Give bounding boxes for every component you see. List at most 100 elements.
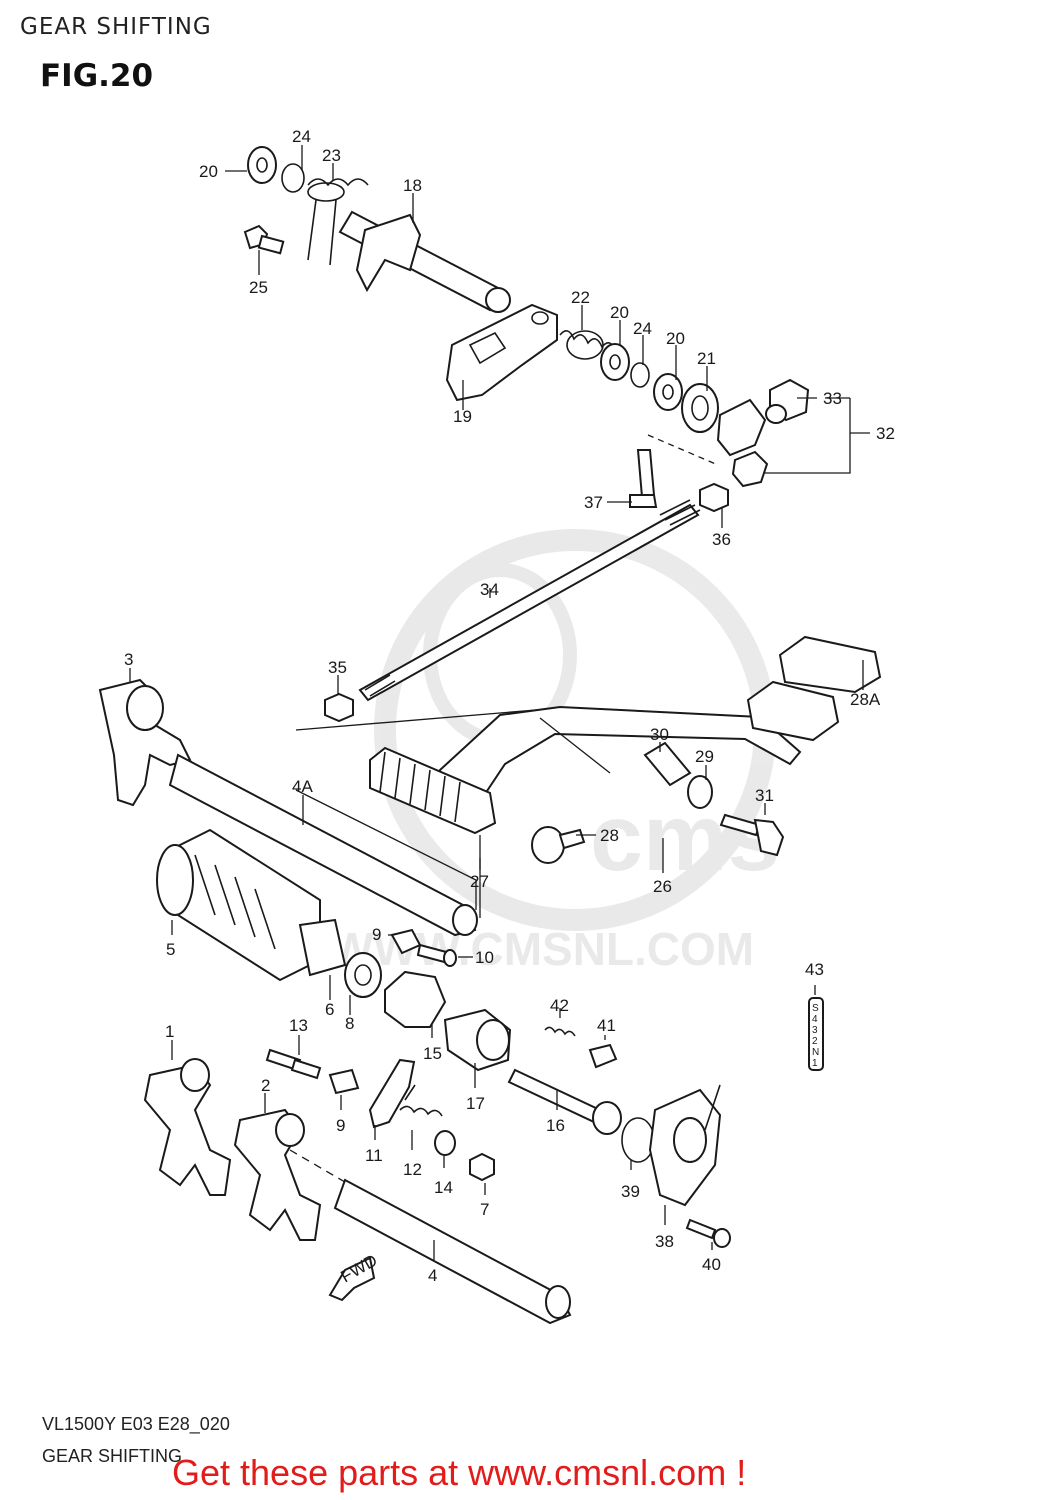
label-43-char: 1 xyxy=(812,1058,818,1069)
callout-14: 14 xyxy=(434,1178,453,1197)
callout-22: 22 xyxy=(571,288,590,307)
callout-4A: 4A xyxy=(292,777,313,796)
section-name: GEAR SHIFTING xyxy=(42,1446,183,1466)
callout-20-top: 20 xyxy=(199,162,218,181)
svg-text:cms: cms xyxy=(590,785,780,891)
gear-indicator-label-43 xyxy=(808,997,824,1071)
label-43-text: S 4 3 2 N 1 xyxy=(812,1003,819,1069)
gearshift-cam-driven-gear-15 xyxy=(384,970,447,1028)
callout-16: 16 xyxy=(546,1116,565,1135)
washer-20-mid xyxy=(600,343,630,381)
bolt-31 xyxy=(719,813,762,837)
callout-5: 5 xyxy=(166,940,175,959)
pedal-rubber-27 xyxy=(369,746,497,835)
spring-23 xyxy=(307,178,369,266)
callout-13: 13 xyxy=(289,1016,308,1035)
bolt-16 xyxy=(507,1068,602,1124)
callout-38: 38 xyxy=(655,1232,674,1251)
nut-36 xyxy=(699,482,729,513)
gear-shift-cam-plate-19 xyxy=(445,303,558,402)
callout-34: 34 xyxy=(480,580,499,599)
gearshift-shaft-assembly xyxy=(243,146,810,513)
bolt-28 xyxy=(531,826,565,864)
gearshift-drum-assembly xyxy=(98,678,824,1325)
callout-18: 18 xyxy=(403,176,422,195)
callout-28: 28 xyxy=(600,826,619,845)
bolt-37 xyxy=(636,449,656,499)
callout-12: 12 xyxy=(403,1160,422,1179)
callout-8: 8 xyxy=(345,1014,354,1033)
callout-25: 25 xyxy=(249,278,268,297)
leader-lines xyxy=(129,145,870,1260)
callout-6: 6 xyxy=(325,1000,334,1019)
label-43-char: 3 xyxy=(812,1025,818,1036)
callout-41: 41 xyxy=(597,1016,616,1035)
callout-11: 11 xyxy=(365,1146,383,1165)
callout-43: 43 xyxy=(805,960,824,979)
callout-20-mid: 20 xyxy=(610,303,629,322)
callout-3: 3 xyxy=(124,650,133,669)
callout-32: 32 xyxy=(876,424,895,443)
callout-1: 1 xyxy=(165,1022,174,1041)
label-43-char: 2 xyxy=(812,1036,818,1047)
pedal-rubber-28A-lower xyxy=(746,680,840,742)
label-43-char: 4 xyxy=(812,1014,818,1025)
callout-29: 29 xyxy=(695,747,714,766)
callout-23: 23 xyxy=(322,146,341,165)
callout-7: 7 xyxy=(480,1200,489,1219)
cam-stopper-plate-9-lower xyxy=(328,1068,360,1095)
figure-title: FIG.20 xyxy=(40,58,154,94)
callout-9-upper: 9 xyxy=(372,925,381,944)
callout-40: 40 xyxy=(702,1255,721,1274)
circlip-24-top xyxy=(281,163,305,193)
spring-42 xyxy=(544,1026,576,1037)
callout-36: 36 xyxy=(712,530,731,549)
callout-19: 19 xyxy=(453,407,472,426)
nut-7 xyxy=(469,1152,495,1182)
callout-37: 37 xyxy=(584,493,603,512)
callout-30: 30 xyxy=(650,725,669,744)
circlip-24-mid xyxy=(630,362,650,388)
callout-24-top: 24 xyxy=(292,127,311,146)
callout-17: 17 xyxy=(466,1094,485,1113)
gearshift-fork-shaft-4 xyxy=(333,1178,572,1325)
gearshift-lever-link-32 xyxy=(716,398,767,457)
gearshift-tie-rod-34 xyxy=(324,499,701,723)
callout-2: 2 xyxy=(261,1076,270,1095)
spring-22 xyxy=(559,330,617,352)
callout-33: 33 xyxy=(823,389,842,408)
o-ring-39 xyxy=(621,1117,655,1163)
cam-stopper-11 xyxy=(368,1058,416,1129)
washer-20-top xyxy=(247,146,277,184)
gearshift-lever-26 xyxy=(295,635,882,918)
callout-24-mid: 24 xyxy=(633,319,652,338)
pin-41 xyxy=(588,1043,618,1069)
label-43-char: N xyxy=(812,1047,819,1058)
callout-15: 15 xyxy=(423,1044,442,1063)
callout-20-right: 20 xyxy=(666,329,685,348)
washer-29 xyxy=(687,775,713,809)
callout-21: 21 xyxy=(697,349,716,368)
callout-numbers: 20 24 23 18 25 22 20 24 20 21 19 33 32 3… xyxy=(124,127,895,1285)
bearing-8 xyxy=(344,952,382,998)
screw-40 xyxy=(685,1218,717,1240)
callout-39: 39 xyxy=(621,1182,640,1201)
callout-9-lower: 9 xyxy=(336,1116,345,1135)
forward-direction-arrow: FWD xyxy=(328,1251,381,1302)
label-43-char: S xyxy=(812,1003,819,1014)
washer-14 xyxy=(434,1130,456,1156)
callout-35: 35 xyxy=(328,658,347,677)
promo-link[interactable]: Get these parts at www.cmsnl.com ! xyxy=(172,1452,747,1493)
callout-4: 4 xyxy=(428,1266,437,1285)
callout-42: 42 xyxy=(550,996,569,1015)
pedal-rubber-28A-upper xyxy=(778,635,882,694)
page-header: GEAR SHIFTING xyxy=(20,14,212,40)
bushing-30 xyxy=(643,741,692,787)
washer-20-right xyxy=(653,373,683,411)
model-code: VL1500Y E03 E28_020 xyxy=(42,1414,230,1434)
callout-10: 10 xyxy=(475,948,494,967)
callout-28A: 28A xyxy=(850,690,881,709)
gearshift-fork-1 xyxy=(143,1063,232,1196)
spring-12 xyxy=(399,1084,443,1117)
